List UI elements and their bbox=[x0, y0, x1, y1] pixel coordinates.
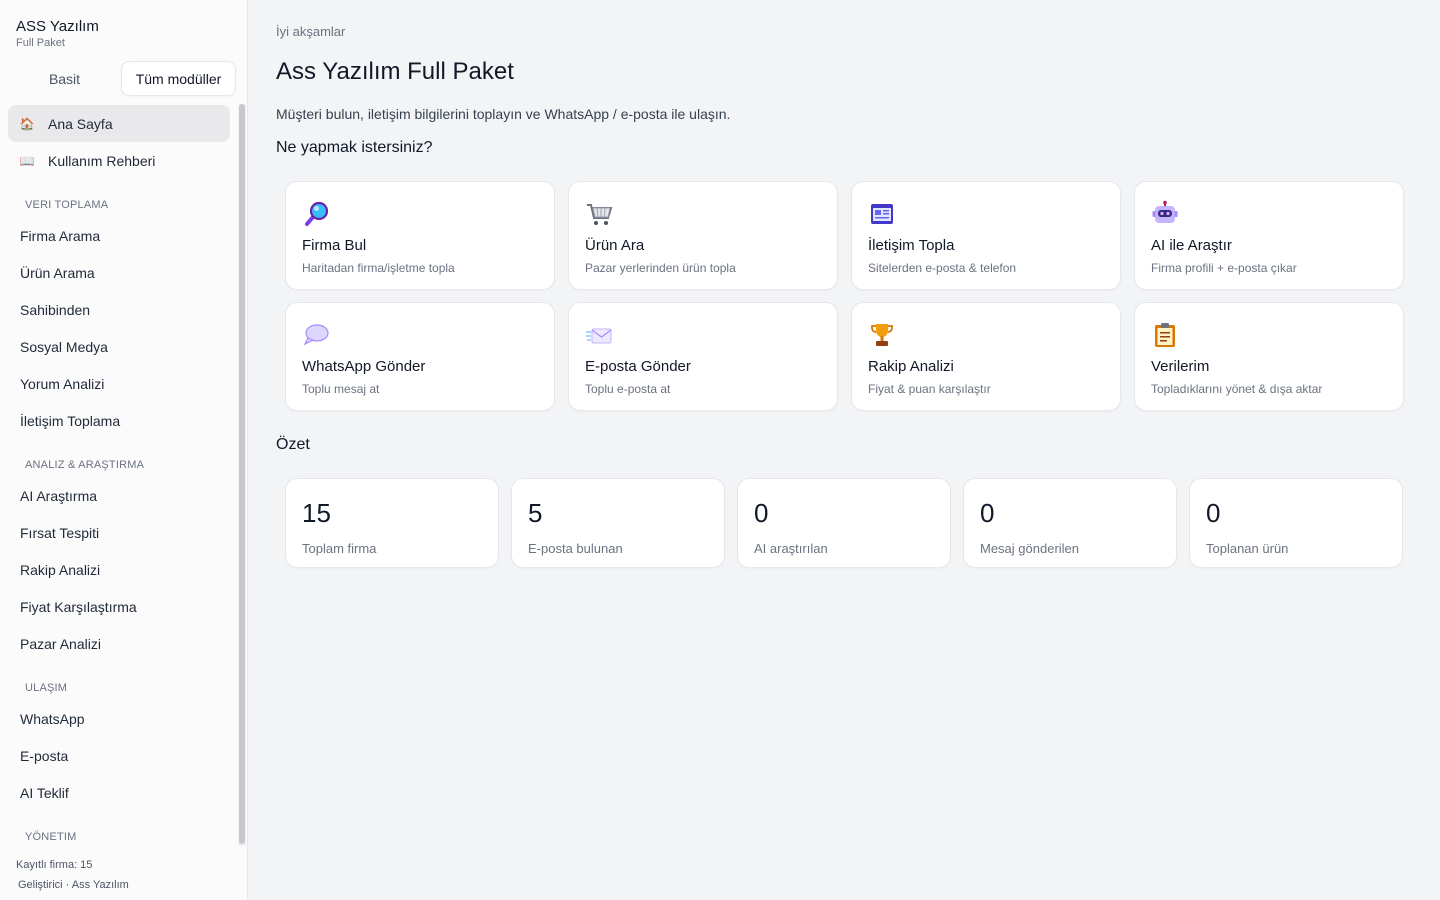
card-description: Haritadan firma/işletme topla bbox=[302, 261, 455, 275]
sidebar-item-label: Kullanım Rehberi bbox=[48, 152, 156, 169]
newspaper-icon bbox=[868, 200, 896, 228]
sidebar-item-e-posta[interactable]: E-posta bbox=[20, 747, 69, 764]
sidebar-scrollbar[interactable] bbox=[238, 104, 246, 846]
sidebar-item-whatsapp[interactable]: WhatsApp bbox=[20, 710, 85, 727]
section-yonetim: YÖNETIM bbox=[25, 831, 77, 843]
brand-subtitle: Full Paket bbox=[16, 37, 65, 49]
card-whatsapp-gonder[interactable]: WhatsApp Gönder Toplu mesaj at bbox=[285, 302, 555, 411]
card-iletisim-topla[interactable]: İletişim Topla Sitelerden e-posta & tele… bbox=[851, 181, 1121, 290]
summary-heading: Özet bbox=[276, 436, 310, 453]
sidebar-item-rakip-analizi[interactable]: Rakip Analizi bbox=[20, 561, 101, 578]
stat-label: Toplam firma bbox=[302, 541, 377, 556]
card-ai-ile-arastir[interactable]: AI ile Araştır Firma profili + e-posta ç… bbox=[1134, 181, 1404, 290]
sidebar-item-firma-arama[interactable]: Firma Arama bbox=[20, 227, 101, 244]
sidebar-item-ai-arastirma[interactable]: AI Araştırma bbox=[20, 487, 98, 504]
sidebar-item-firsat-tespiti[interactable]: Fırsat Tespiti bbox=[20, 524, 100, 541]
stat-e-posta-bulunan: 5 E-posta bulunan bbox=[511, 478, 725, 568]
section-analiz-arastirma: ANALIZ & ARAŞTIRMA bbox=[25, 459, 145, 471]
stat-label: AI araştırılan bbox=[754, 541, 828, 556]
developer-credit: Geliştirici · Ass Yazılım bbox=[18, 879, 129, 891]
clipboard-icon bbox=[1151, 321, 1179, 349]
stat-mesaj-gonderilen: 0 Mesaj gönderilen bbox=[963, 478, 1177, 568]
stat-value: 0 bbox=[980, 498, 995, 528]
card-rakip-analizi[interactable]: Rakip Analizi Fiyat & puan karşılaştır bbox=[851, 302, 1121, 411]
stat-value: 15 bbox=[302, 498, 331, 528]
sidebar-item-iletisim-toplama[interactable]: İletişim Toplama bbox=[20, 412, 121, 429]
stat-label: Toplanan ürün bbox=[1206, 541, 1289, 556]
stat-toplam-firma: 15 Toplam firma bbox=[285, 478, 499, 568]
card-title: AI ile Araştır bbox=[1151, 237, 1232, 254]
brand-title: ASS Yazılım bbox=[16, 18, 99, 35]
card-description: Sitelerden e-posta & telefon bbox=[868, 261, 1017, 275]
sidebar-item-label: Ana Sayfa bbox=[48, 115, 113, 132]
sidebar-item-urun-arama[interactable]: Ürün Arama bbox=[20, 264, 95, 281]
book-icon: 📖 bbox=[19, 153, 35, 168]
stat-value: 5 bbox=[528, 498, 543, 528]
sidebar: ASS Yazılım Full Paket Basit Tüm modülle… bbox=[0, 0, 248, 900]
card-title: Verilerim bbox=[1151, 358, 1210, 375]
sidebar-item-ana-sayfa[interactable]: 🏠 Ana Sayfa bbox=[8, 105, 230, 142]
sidebar-item-pazar-analizi[interactable]: Pazar Analizi bbox=[20, 635, 101, 652]
stat-value: 0 bbox=[1206, 498, 1221, 528]
section-veri-toplama: VERI TOPLAMA bbox=[25, 199, 109, 211]
stat-toplanan-urun: 0 Toplanan ürün bbox=[1189, 478, 1403, 568]
main-content: İyi akşamlar Ass Yazılım Full Paket Müşt… bbox=[248, 0, 1440, 900]
page-title: Ass Yazılım Full Paket bbox=[276, 58, 514, 85]
sidebar-item-kullanim-rehberi[interactable]: 📖 Kullanım Rehberi bbox=[8, 142, 230, 179]
robot-icon bbox=[1151, 200, 1179, 228]
card-e-posta-gonder[interactable]: E-posta Gönder Toplu e-posta at bbox=[568, 302, 838, 411]
card-title: WhatsApp Gönder bbox=[302, 358, 426, 375]
card-description: Toplu mesaj at bbox=[302, 382, 380, 396]
stat-label: E-posta bulunan bbox=[528, 541, 623, 556]
sidebar-footer: Kayıtlı firma: 15 Geliştirici · Ass Yazı… bbox=[16, 855, 129, 895]
action-cards: Firma Bul Haritadan firma/işletme topla … bbox=[285, 181, 1404, 411]
sidebar-item-ai-teklif[interactable]: AI Teklif bbox=[20, 784, 69, 801]
mode-all-modules-button[interactable]: Tüm modüller bbox=[121, 61, 236, 96]
card-title: E-posta Gönder bbox=[585, 358, 691, 375]
stat-value: 0 bbox=[754, 498, 769, 528]
page-subtitle: Müşteri bulun, iletişim bilgilerini topl… bbox=[276, 106, 731, 122]
sidebar-item-sosyal-medya[interactable]: Sosyal Medya bbox=[20, 338, 108, 355]
home-icon: 🏠 bbox=[19, 116, 35, 131]
speech-bubble-icon bbox=[302, 321, 330, 349]
mode-basic-button[interactable]: Basit bbox=[48, 70, 81, 87]
trophy-icon bbox=[868, 321, 896, 349]
card-description: Firma profili + e-posta çıkar bbox=[1151, 261, 1297, 275]
cart-icon bbox=[585, 200, 613, 228]
card-title: Firma Bul bbox=[302, 237, 367, 254]
sidebar-item-yorum-analizi[interactable]: Yorum Analizi bbox=[20, 375, 105, 392]
summary-stats: 15 Toplam firma 5 E-posta bulunan 0 AI a… bbox=[285, 478, 1403, 568]
magnifier-icon bbox=[302, 200, 330, 228]
greeting: İyi akşamlar bbox=[276, 24, 346, 39]
stat-ai-arastirilan: 0 AI araştırılan bbox=[737, 478, 951, 568]
brand: ASS Yazılım Full Paket bbox=[16, 18, 99, 49]
card-title: İletişim Topla bbox=[868, 237, 955, 254]
card-description: Pazar yerlerinden ürün topla bbox=[585, 261, 736, 275]
registered-firm-count: Kayıtlı firma: 15 bbox=[16, 859, 93, 871]
card-description: Fiyat & puan karşılaştır bbox=[868, 382, 991, 396]
card-title: Ürün Ara bbox=[585, 237, 645, 254]
sidebar-scroll-thumb[interactable] bbox=[239, 104, 245, 844]
card-verilerim[interactable]: Verilerim Topladıklarını yönet & dışa ak… bbox=[1134, 302, 1404, 411]
envelope-icon bbox=[585, 321, 613, 349]
mode-toggle: Basit Tüm modüller bbox=[8, 61, 236, 96]
sidebar-item-fiyat-karsilastirma[interactable]: Fiyat Karşılaştırma bbox=[20, 598, 137, 615]
card-description: Toplu e-posta at bbox=[585, 382, 671, 396]
sidebar-item-sahibinden[interactable]: Sahibinden bbox=[20, 301, 91, 318]
card-firma-bul[interactable]: Firma Bul Haritadan firma/işletme topla bbox=[285, 181, 555, 290]
section-ulasim: ULAŞIM bbox=[25, 682, 68, 694]
card-title: Rakip Analizi bbox=[868, 358, 954, 375]
sidebar-nav: 🏠 Ana Sayfa 📖 Kullanım Rehberi VERI TOPL… bbox=[8, 105, 230, 849]
actions-heading: Ne yapmak istersiniz? bbox=[276, 139, 433, 156]
card-urun-ara[interactable]: Ürün Ara Pazar yerlerinden ürün topla bbox=[568, 181, 838, 290]
card-description: Topladıklarını yönet & dışa aktar bbox=[1151, 382, 1323, 396]
stat-label: Mesaj gönderilen bbox=[980, 541, 1080, 556]
